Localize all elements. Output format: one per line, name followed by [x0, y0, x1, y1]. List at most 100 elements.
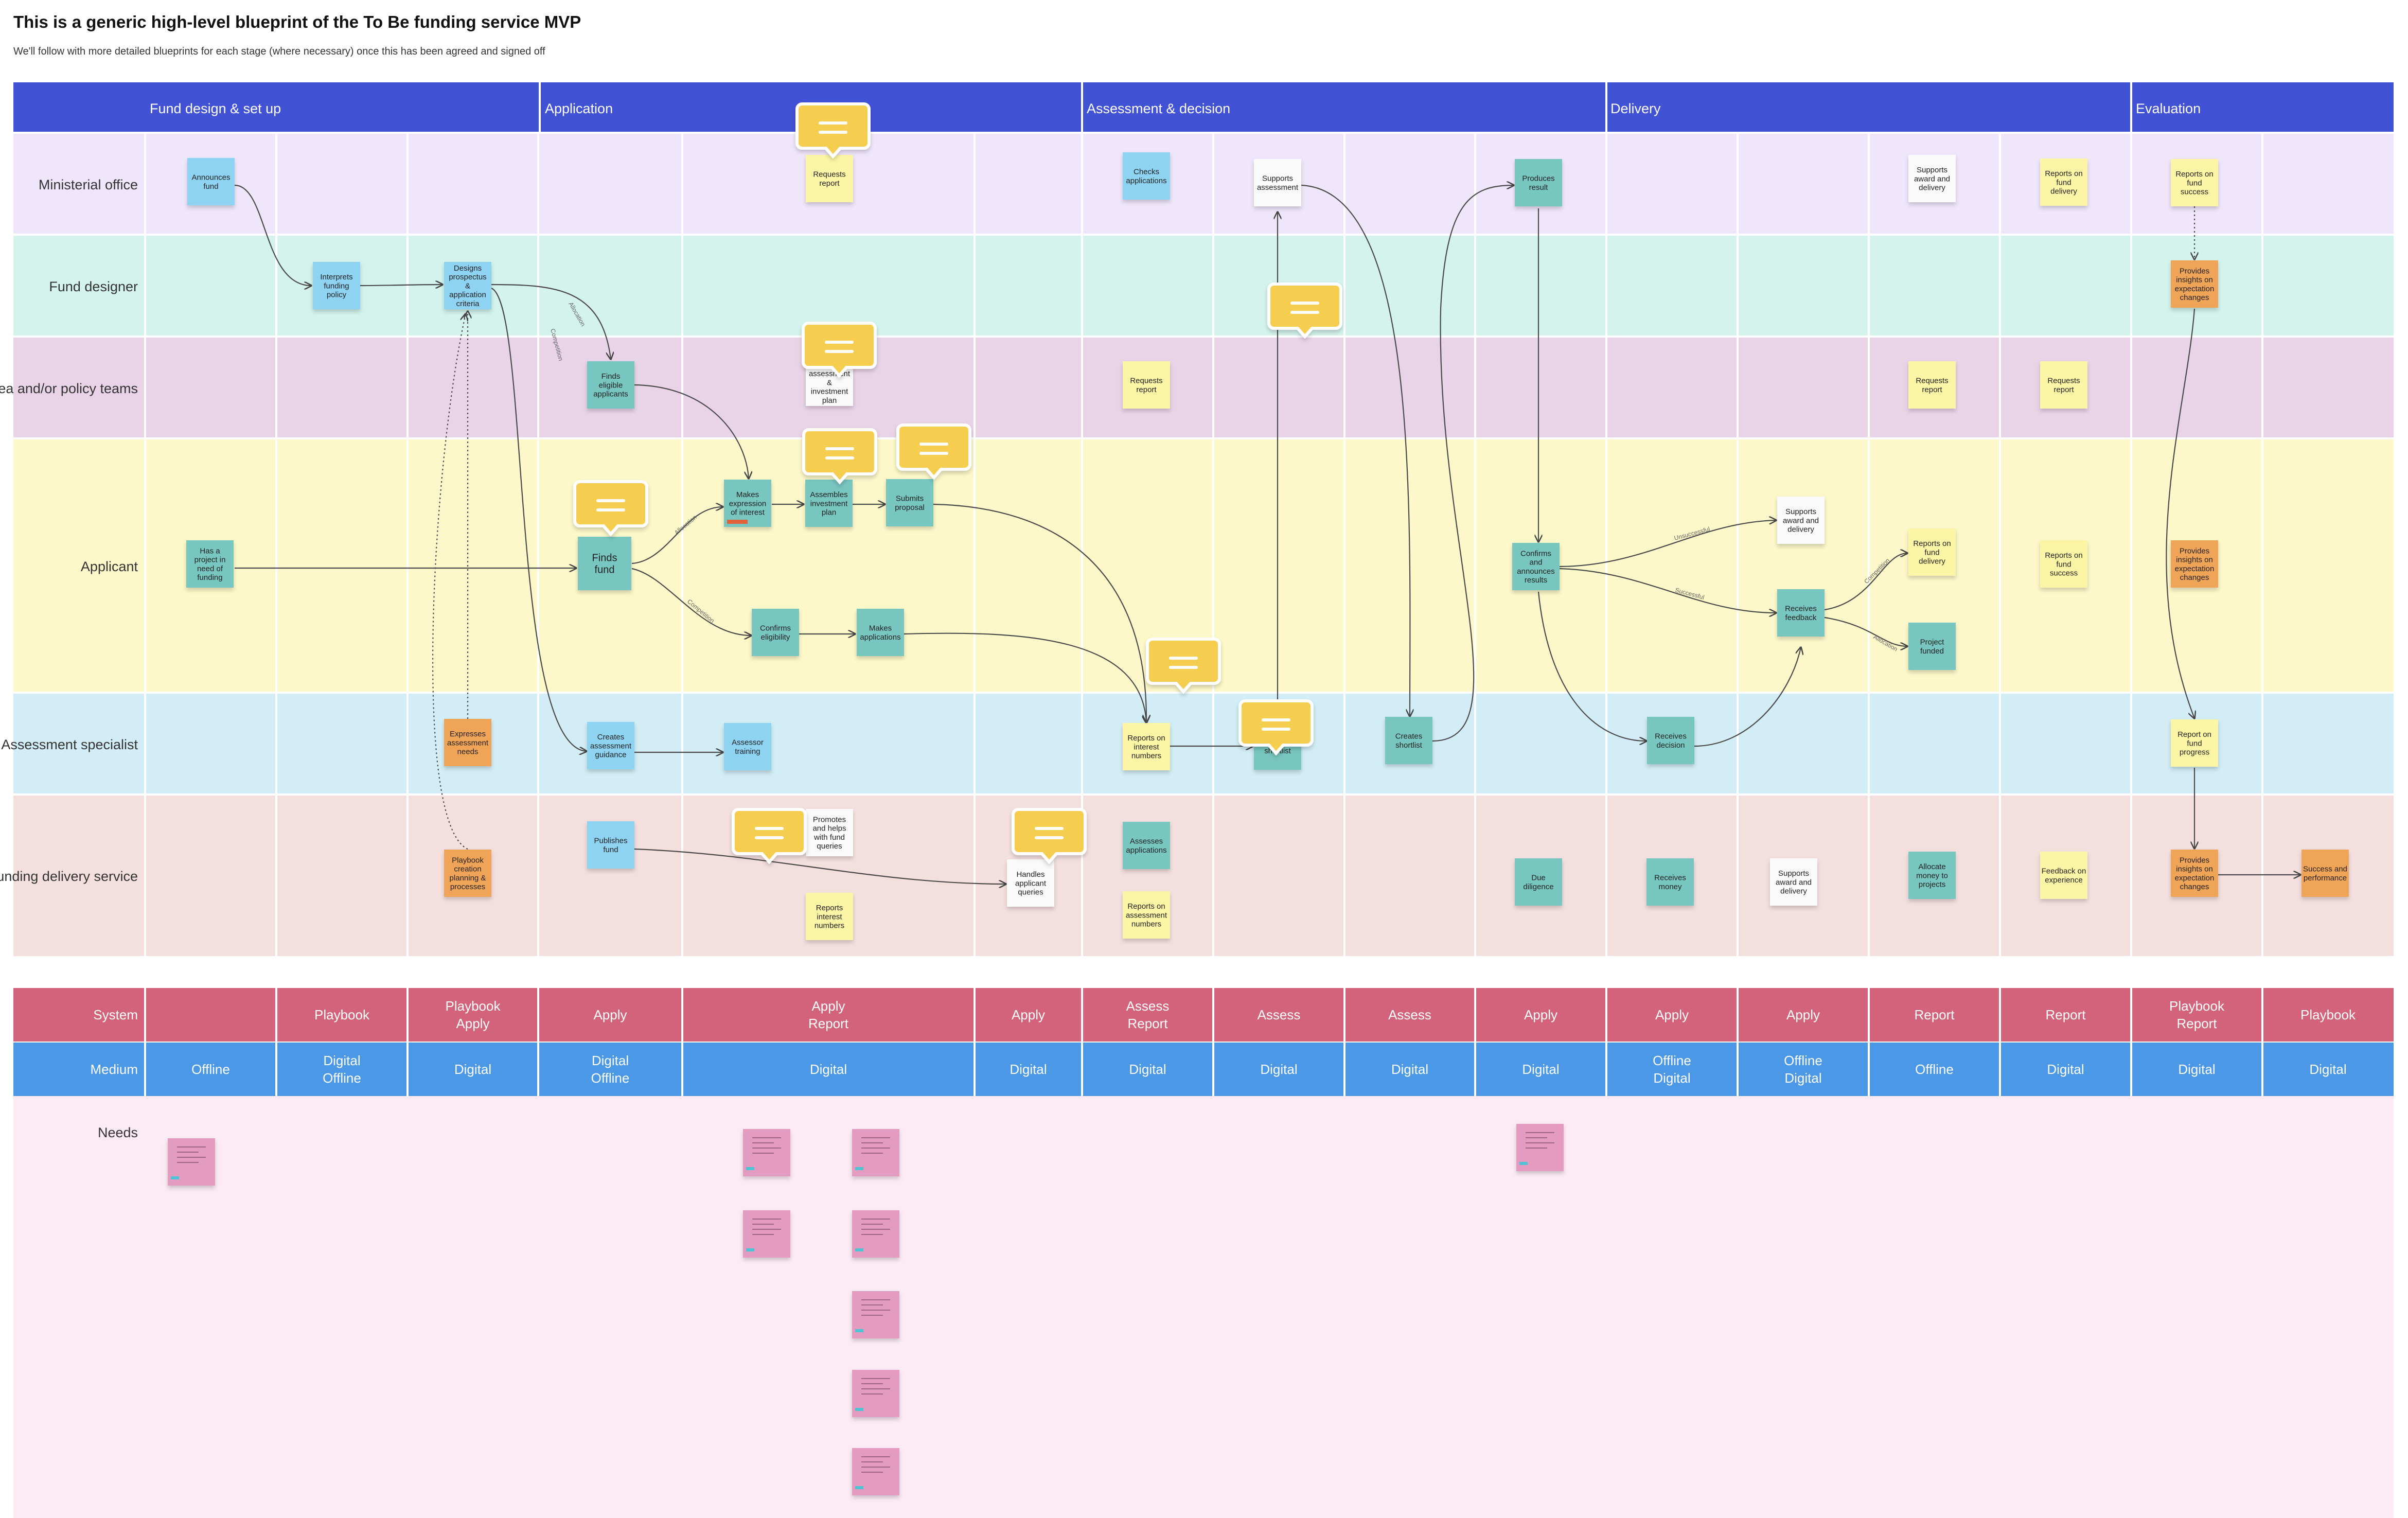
comment-icon[interactable]: [732, 808, 807, 864]
needs-sticky[interactable]: [852, 1291, 899, 1338]
comment-icon[interactable]: [1267, 283, 1342, 339]
needs-sticky[interactable]: [852, 1370, 899, 1417]
comment-icon[interactable]: [795, 102, 871, 159]
connector-decision-to-feedback: [1559, 520, 1776, 568]
needs-sticky-line: [752, 1234, 774, 1235]
lane-bg-policy: [13, 338, 2394, 438]
system-cell: Apply: [593, 1007, 627, 1022]
comment-icon[interactable]: [1012, 808, 1087, 864]
phase-header-bar: Fund design & set up Application Assessm…: [13, 82, 2394, 133]
needs-sticky-line: [861, 1315, 883, 1316]
sticky-paper: [187, 158, 235, 205]
connector-finds-to-interest: [631, 507, 723, 564]
phase-assessment-decision: Assessment & decision: [1087, 101, 1230, 116]
sticky-paper: [1123, 822, 1170, 869]
needs-sticky[interactable]: [852, 1210, 899, 1258]
comment-line: [1035, 836, 1064, 839]
comment-icon[interactable]: [802, 428, 877, 485]
comment-line: [1169, 666, 1198, 669]
comment-icon[interactable]: [802, 322, 877, 378]
comment-icon[interactable]: [896, 423, 971, 480]
needs-sticky[interactable]: [743, 1210, 790, 1258]
system-cell: Assess: [1258, 1007, 1301, 1022]
connector-playbook-dotted: [432, 314, 468, 850]
needs-sticky[interactable]: [852, 1129, 899, 1176]
needs-sticky-line: [752, 1229, 781, 1230]
comment-icon[interactable]: [1146, 638, 1221, 694]
needs-sticky-line: [752, 1142, 774, 1143]
needs-sticky-line: [861, 1467, 890, 1468]
needs-sticky[interactable]: [852, 1448, 899, 1495]
needs-sticky[interactable]: [743, 1129, 790, 1176]
comment-line: [1262, 728, 1290, 731]
needs-sticky[interactable]: [168, 1138, 215, 1186]
needs-sticky[interactable]: [1516, 1124, 1564, 1171]
comment-icon[interactable]: [1238, 699, 1314, 756]
system-cell: Report: [2045, 1007, 2086, 1022]
sticky-paper: [1908, 155, 1956, 202]
comment-icon[interactable]: [573, 480, 648, 537]
